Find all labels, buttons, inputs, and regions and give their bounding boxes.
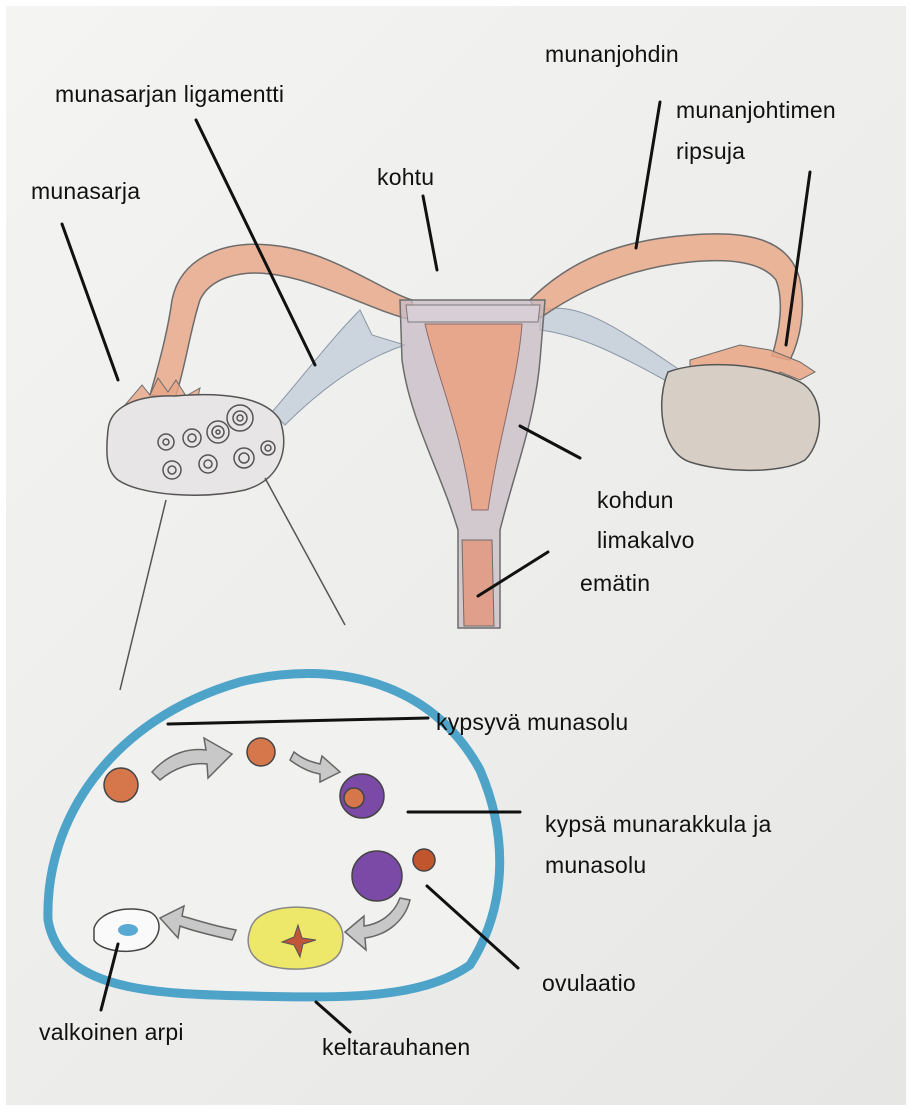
label-ovulaatio: ovulaatio: [542, 968, 636, 998]
leader-kohtu: [423, 196, 437, 270]
label-valkoinen-arpi: valkoinen arpi: [39, 1017, 184, 1047]
right-ovary: [662, 365, 820, 471]
follicle-1-egg: [344, 788, 364, 808]
label-munanjohtimen-line2: ripsuja: [676, 136, 745, 166]
zoom-line-right: [265, 478, 345, 625]
label-keltarauhanen: keltarauhanen: [322, 1032, 470, 1062]
scar-core: [118, 924, 138, 936]
released-egg: [413, 849, 435, 871]
label-munasarjan-ligamentti: munasarjan ligamentti: [55, 79, 284, 109]
immature-egg-1: [104, 768, 138, 802]
label-ematin: emätin: [580, 568, 650, 598]
immature-egg-2: [247, 738, 275, 766]
uterus-top-band: [406, 305, 540, 322]
label-kohdun-line2: limakalvo: [597, 525, 695, 555]
left-ovary: [107, 395, 284, 496]
label-kypsa-line2: munasolu: [545, 850, 646, 880]
label-kohtu: kohtu: [377, 162, 434, 192]
label-munasarja: munasarja: [31, 176, 140, 206]
leader-munasarja: [62, 224, 118, 380]
vagina: [462, 540, 494, 626]
leader-munasarjan-ligamentti: [196, 120, 315, 365]
label-munanjohtimen-line1: munanjohtimen: [676, 95, 836, 125]
leader-keltarauhanen: [316, 1002, 350, 1032]
label-munanjohdin: munanjohdin: [545, 39, 679, 69]
leader-munanjohdin: [636, 102, 660, 248]
label-kypsyva-munasolu: kypsyvä munasolu: [436, 707, 628, 737]
left-fallopian-tube: [150, 244, 412, 398]
right-ovarian-ligament: [540, 308, 680, 382]
mature-follicle: [352, 851, 402, 901]
label-kohdun-line1: kohdun: [597, 485, 674, 515]
label-kypsa-line1: kypsä munarakkula ja: [545, 809, 771, 839]
uterus-group: [107, 234, 820, 628]
zoom-line-left: [120, 500, 166, 690]
right-fallopian-tube: [530, 234, 802, 360]
leader-kohdun-limakalvo: [520, 426, 580, 458]
left-ovarian-ligament: [272, 310, 405, 425]
